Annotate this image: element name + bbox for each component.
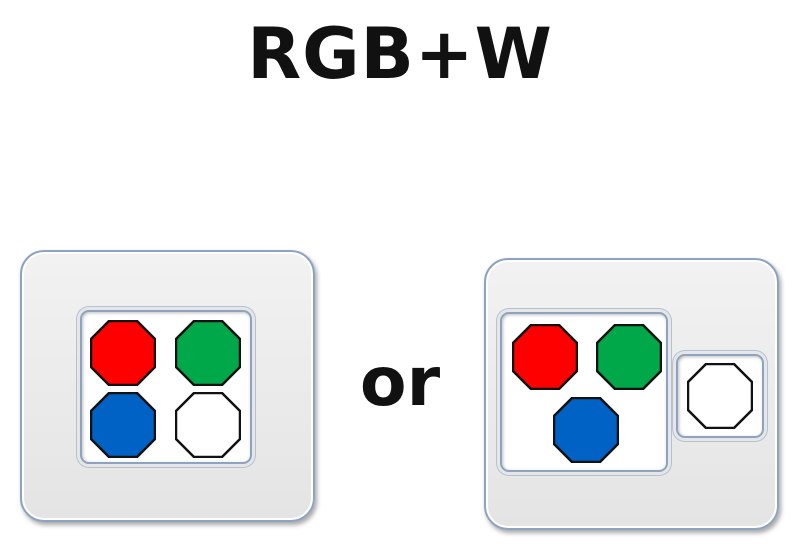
white-led-icon bbox=[687, 363, 753, 429]
green-led-icon bbox=[596, 324, 662, 390]
white-led-icon bbox=[175, 392, 241, 458]
rgbw-single-package bbox=[20, 250, 315, 522]
page-title: RGB+W bbox=[247, 13, 553, 95]
green-led-icon bbox=[175, 320, 241, 386]
rgb-plus-w-package bbox=[484, 258, 779, 530]
blue-led-icon bbox=[90, 392, 156, 458]
rgb-chip-panel bbox=[500, 312, 668, 472]
red-led-icon bbox=[512, 324, 578, 390]
red-led-icon bbox=[90, 320, 156, 386]
or-label: or bbox=[359, 343, 441, 422]
rgbw-chip-panel bbox=[80, 310, 252, 464]
white-chip-panel bbox=[676, 354, 764, 438]
blue-led-icon bbox=[553, 397, 619, 463]
